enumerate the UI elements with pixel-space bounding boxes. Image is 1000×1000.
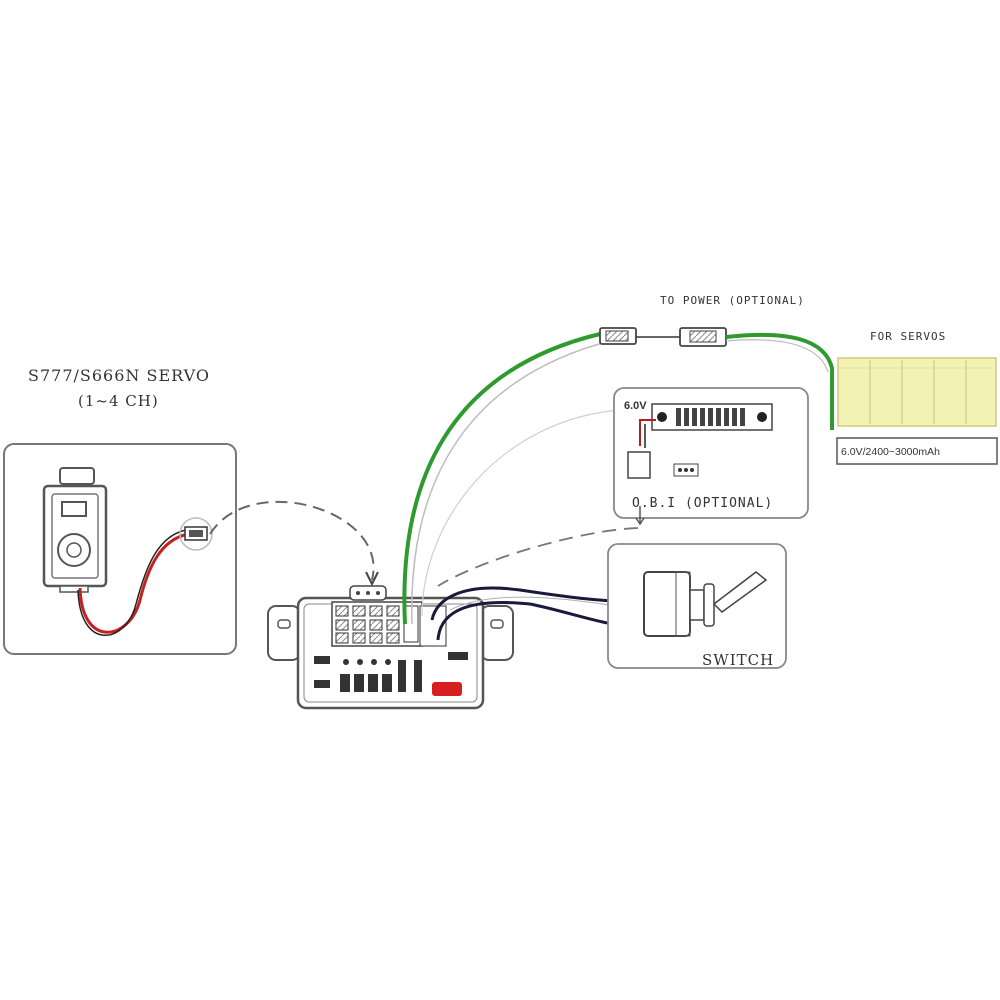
to-power-label: TO POWER (OPTIONAL) <box>660 294 805 307</box>
battery-spec-label: 6.0V/2400~3000mAh <box>841 446 940 458</box>
switch-label: SWITCH <box>702 651 775 669</box>
obi-voltage-label: 6.0V <box>624 400 647 412</box>
servo-channels-label: (1~4 CH) <box>78 392 159 410</box>
receiver-brand-badge <box>432 682 462 696</box>
battery-pack <box>837 357 997 427</box>
servo-icon <box>42 467 108 593</box>
servo-title: S777/S666N SERVO <box>28 366 210 385</box>
obi-board-icon <box>651 403 773 431</box>
obi-label: O.B.I (OPTIONAL) <box>632 496 774 511</box>
obi-to-receiver-dashed-line <box>437 527 639 587</box>
obi-plug-icon <box>627 451 651 479</box>
servo-plug-icon <box>179 517 213 551</box>
switch-lead-upper <box>430 586 645 621</box>
receiver-unit <box>267 585 514 710</box>
toggle-switch-icon <box>643 571 768 637</box>
battery-spec-box <box>836 437 998 465</box>
servo-panel <box>3 443 237 655</box>
battery-lead-green <box>725 332 834 430</box>
receiver-pin-header <box>331 601 423 647</box>
obi-panel <box>613 387 809 519</box>
for-servos-label: FOR SERVOS <box>870 330 947 343</box>
power-lead-green <box>402 332 601 625</box>
switch-panel <box>607 543 787 669</box>
power-connector-icon <box>599 327 727 347</box>
servo-lead-red <box>78 532 189 634</box>
servo-lead-black <box>77 529 187 636</box>
servo-to-receiver-dashed-line <box>209 500 375 581</box>
